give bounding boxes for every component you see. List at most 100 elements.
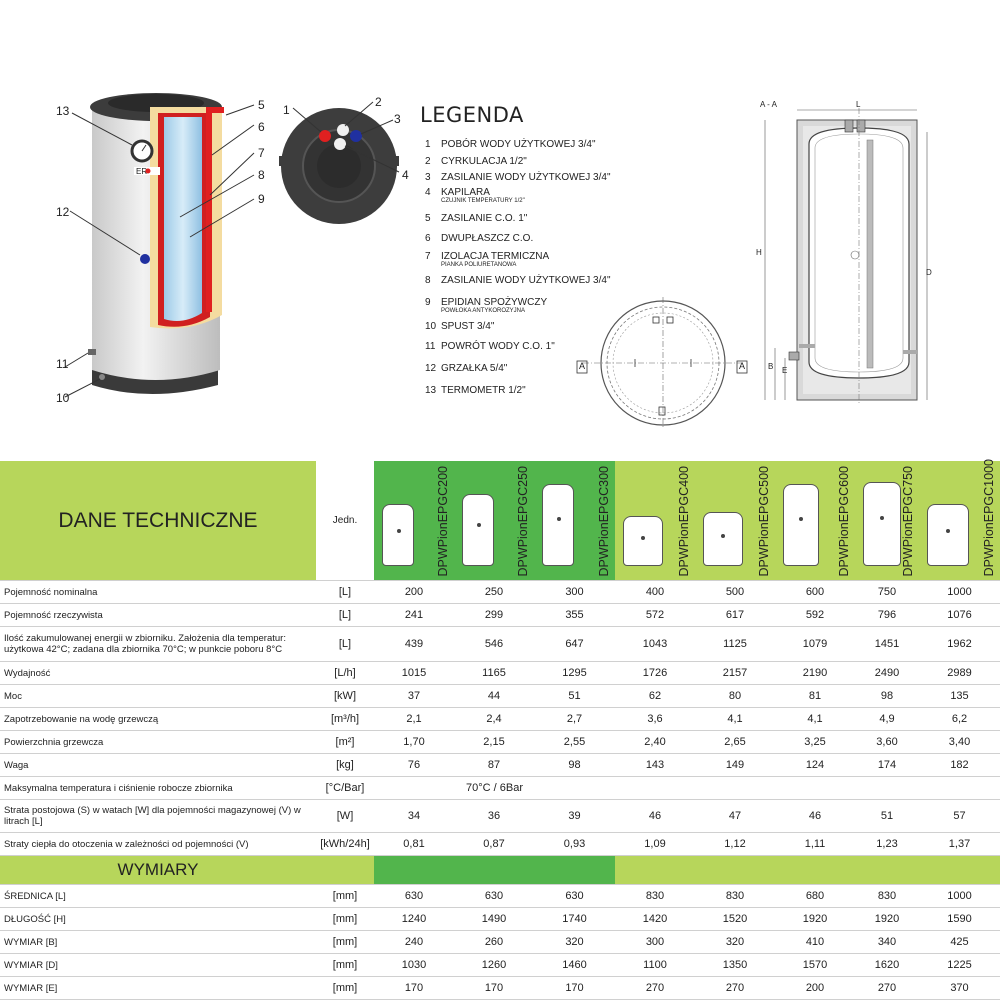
row-value: 1000 <box>919 884 1000 908</box>
top-callout-4: 4 <box>402 168 409 182</box>
row-value: 1240 <box>374 907 454 931</box>
dims-title-cell <box>374 855 454 885</box>
row-value: 270 <box>695 976 775 1000</box>
row-value: 124 <box>775 753 855 777</box>
legend-item-text: TERMOMETR 1/2" <box>441 385 526 396</box>
row-value: 1920 <box>855 907 919 931</box>
row-value: 750 <box>855 580 919 604</box>
row-value: 2,7 <box>534 707 615 731</box>
row-value: 1,12 <box>695 832 775 856</box>
tank-callout-5: 5 <box>258 98 265 112</box>
row-value: 4,9 <box>855 707 919 731</box>
brand-label: ER <box>136 167 147 176</box>
row-label: Ilość zakumulowanej energii w zbiorniku.… <box>0 626 316 662</box>
model-header: DPWPionEPGC300 <box>534 461 615 581</box>
model-header: DPWPionEPGC400 <box>615 461 695 581</box>
row-unit: [L] <box>316 603 374 627</box>
row-value: 1590 <box>919 907 1000 931</box>
row-value: 572 <box>615 603 695 627</box>
row-label: Strata postojowa (S) w watach [W] dla po… <box>0 799 316 833</box>
row-value: 46 <box>775 799 855 833</box>
dims-title-cell <box>695 855 775 885</box>
row-value: 647 <box>534 626 615 662</box>
row-value: 2,4 <box>454 707 534 731</box>
row-value: 3,40 <box>919 730 1000 754</box>
row-value: 2157 <box>695 661 775 685</box>
row-value: 1,37 <box>919 832 1000 856</box>
row-label: Straty ciepła do otoczenia w zależności … <box>0 832 316 856</box>
row-value: 3,25 <box>775 730 855 754</box>
legend-item-number: 13 <box>425 385 437 396</box>
row-unit: [kW] <box>316 684 374 708</box>
tech-data-table: DANE TECHNICZNE Jedn. DPWPionEPGC200 DPW… <box>0 459 1000 1000</box>
model-header: DPWPionEPGC500 <box>695 461 775 581</box>
row-value: 0,93 <box>534 832 615 856</box>
tank-callout-8: 8 <box>258 168 265 182</box>
row-value: 1043 <box>615 626 695 662</box>
legend-item-text: EPIDIAN SPOŻYWCZY <box>441 297 548 308</box>
dims-title-cell <box>534 855 615 885</box>
row-value: 174 <box>855 753 919 777</box>
tank-cutaway-illustration: ER <box>64 93 255 398</box>
row-value: 546 <box>454 626 534 662</box>
legend-item-number: 6 <box>425 233 431 244</box>
row-value: 44 <box>454 684 534 708</box>
row-value: 680 <box>775 884 855 908</box>
row-value: 355 <box>534 603 615 627</box>
row-value: 76 <box>374 753 454 777</box>
row-value: 2,65 <box>695 730 775 754</box>
tank-callout-10: 10 <box>56 391 70 405</box>
row-value: 241 <box>374 603 454 627</box>
row-unit: [mm] <box>316 976 374 1000</box>
row-label: Waga <box>0 753 316 777</box>
row-value: 1620 <box>855 953 919 977</box>
row-label: DŁUGOŚĆ [H] <box>0 907 316 931</box>
row-value: 1920 <box>775 907 855 931</box>
row-value: 630 <box>374 884 454 908</box>
legend-item-number: 1 <box>425 139 431 150</box>
row-label: Pojemność rzeczywista <box>0 603 316 627</box>
top-callout-3: 3 <box>394 112 401 126</box>
legend-item-number: 3 <box>425 172 431 183</box>
row-unit: [L] <box>316 580 374 604</box>
row-label: WYMIAR [D] <box>0 953 316 977</box>
dims-title-cell <box>615 855 695 885</box>
row-unit: [m³/h] <box>316 707 374 731</box>
dim-e-label: E <box>782 366 788 375</box>
row-value: 320 <box>534 930 615 954</box>
row-value: 170 <box>374 976 454 1000</box>
legend-item-text: DWUPŁASZCZ C.O. <box>441 233 534 244</box>
row-unit: [kg] <box>316 753 374 777</box>
row-value: 240 <box>374 930 454 954</box>
row-value: 1520 <box>695 907 775 931</box>
cut-label-right: A <box>739 361 746 371</box>
row-unit: [m²] <box>316 730 374 754</box>
top-callout-1: 1 <box>283 103 290 117</box>
row-value: 270 <box>855 976 919 1000</box>
row-unit: [mm] <box>316 907 374 931</box>
row-value: 87 <box>454 753 534 777</box>
row-value: 1451 <box>855 626 919 662</box>
row-value: 200 <box>374 580 454 604</box>
cut-label-left: A <box>579 361 586 371</box>
table-row: Maksymalna temperatura i ciśnienie roboc… <box>0 776 1000 800</box>
row-value: 250 <box>454 580 534 604</box>
legend-item: 13 TERMOMETR 1/2" <box>425 386 526 396</box>
legend-item-number: 11 <box>425 341 436 352</box>
model-header: DPWPionEPGC250 <box>454 461 534 581</box>
row-value: 81 <box>775 684 855 708</box>
tank-top-view <box>279 101 400 224</box>
row-value: 182 <box>919 753 1000 777</box>
row-value: 51 <box>534 684 615 708</box>
row-label: Moc <box>0 684 316 708</box>
top-callout-2: 2 <box>375 95 382 109</box>
legend-item-number: 7 <box>425 251 431 262</box>
